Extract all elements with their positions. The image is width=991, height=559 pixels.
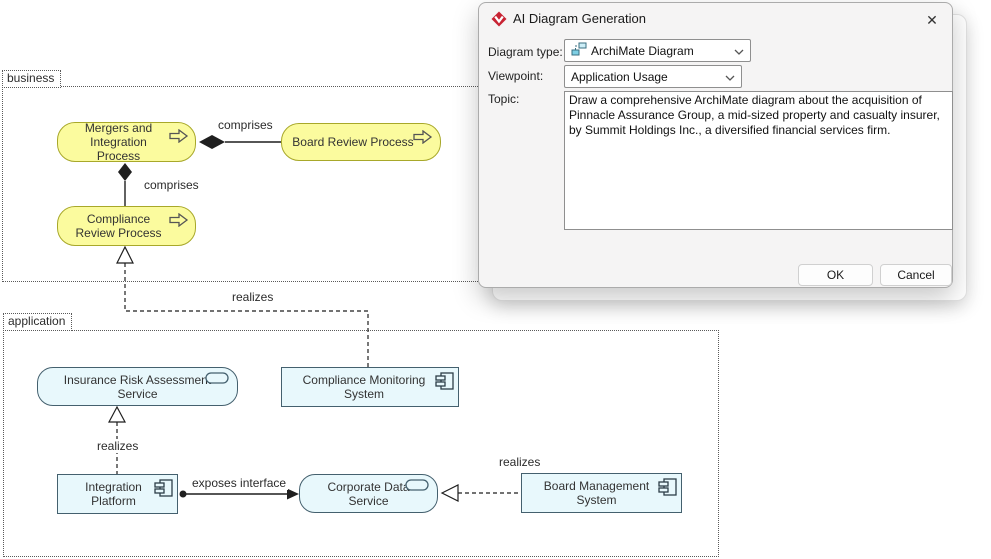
viewpoint-value: Application Usage (571, 69, 668, 84)
viewpoint-label: Viewpoint: (488, 69, 544, 83)
close-icon[interactable]: ✕ (926, 11, 938, 28)
archimate-diagram-icon (571, 42, 587, 59)
node-label: Board Review Process (292, 135, 414, 149)
application-service-icon (405, 479, 429, 494)
node-label: Mergers and Integration Process (84, 121, 153, 163)
business-process-icon (169, 128, 189, 146)
ok-button[interactable]: OK (798, 264, 873, 286)
ai-diagram-generation-dialog: AI Diagram Generation ✕ Diagram type: Ar… (478, 2, 953, 288)
dialog-title: AI Diagram Generation (513, 11, 646, 26)
group-business-label[interactable]: business (2, 70, 62, 88)
edge-label-realizes: realizes (230, 290, 276, 304)
application-component-icon (435, 372, 454, 393)
dialog-titlebar[interactable]: AI Diagram Generation ✕ (479, 3, 952, 35)
node-label: Corporate Data Service (327, 479, 410, 508)
node-insurance-risk-assessment-service[interactable]: Insurance Risk Assessment Service (37, 367, 238, 406)
application-component-icon (658, 478, 677, 499)
edge-label-comprises: comprises (142, 178, 201, 192)
cancel-button[interactable]: Cancel (880, 264, 952, 286)
edge-label-comprises: comprises (216, 118, 275, 132)
visual-paradigm-logo-icon (491, 11, 507, 27)
edge-label-exposes-interface: exposes interface (190, 476, 289, 490)
chevron-down-icon (734, 44, 744, 58)
edge-label-realizes: realizes (95, 439, 141, 453)
node-label: Integration Platform (85, 480, 142, 508)
node-mergers-and-integration-process[interactable]: Mergers and Integration Process (57, 121, 196, 163)
node-board-review-process[interactable]: Board Review Process (281, 123, 441, 161)
business-process-icon (413, 129, 433, 147)
topic-input[interactable]: Draw a comprehensive ArchiMate diagram a… (564, 91, 953, 230)
business-process-icon (169, 212, 189, 230)
application-component-icon (154, 479, 173, 500)
node-corporate-data-service[interactable]: Corporate Data Service (299, 474, 438, 513)
chevron-down-icon (725, 70, 735, 84)
node-label: Insurance Risk Assessment Service (63, 372, 212, 401)
topic-label: Topic: (488, 92, 520, 106)
application-service-icon (205, 372, 229, 387)
diagram-type-select[interactable]: ArchiMate Diagram (564, 39, 751, 62)
node-label: Board Management System (543, 479, 650, 507)
node-compliance-monitoring-system[interactable]: Compliance Monitoring System (281, 367, 459, 407)
node-integration-platform[interactable]: Integration Platform (57, 474, 178, 514)
diagram-type-label: Diagram type: (488, 45, 563, 59)
node-label: Compliance Review Process (75, 212, 162, 240)
node-compliance-review-process[interactable]: Compliance Review Process (57, 206, 196, 246)
node-board-management-system[interactable]: Board Management System (521, 473, 682, 513)
viewpoint-select[interactable]: Application Usage (564, 65, 742, 88)
edge-label-realizes: realizes (497, 455, 543, 469)
node-label: Compliance Monitoring System (302, 373, 426, 401)
group-application-label[interactable]: application (3, 313, 73, 331)
diagram-type-value: ArchiMate Diagram (591, 43, 694, 58)
